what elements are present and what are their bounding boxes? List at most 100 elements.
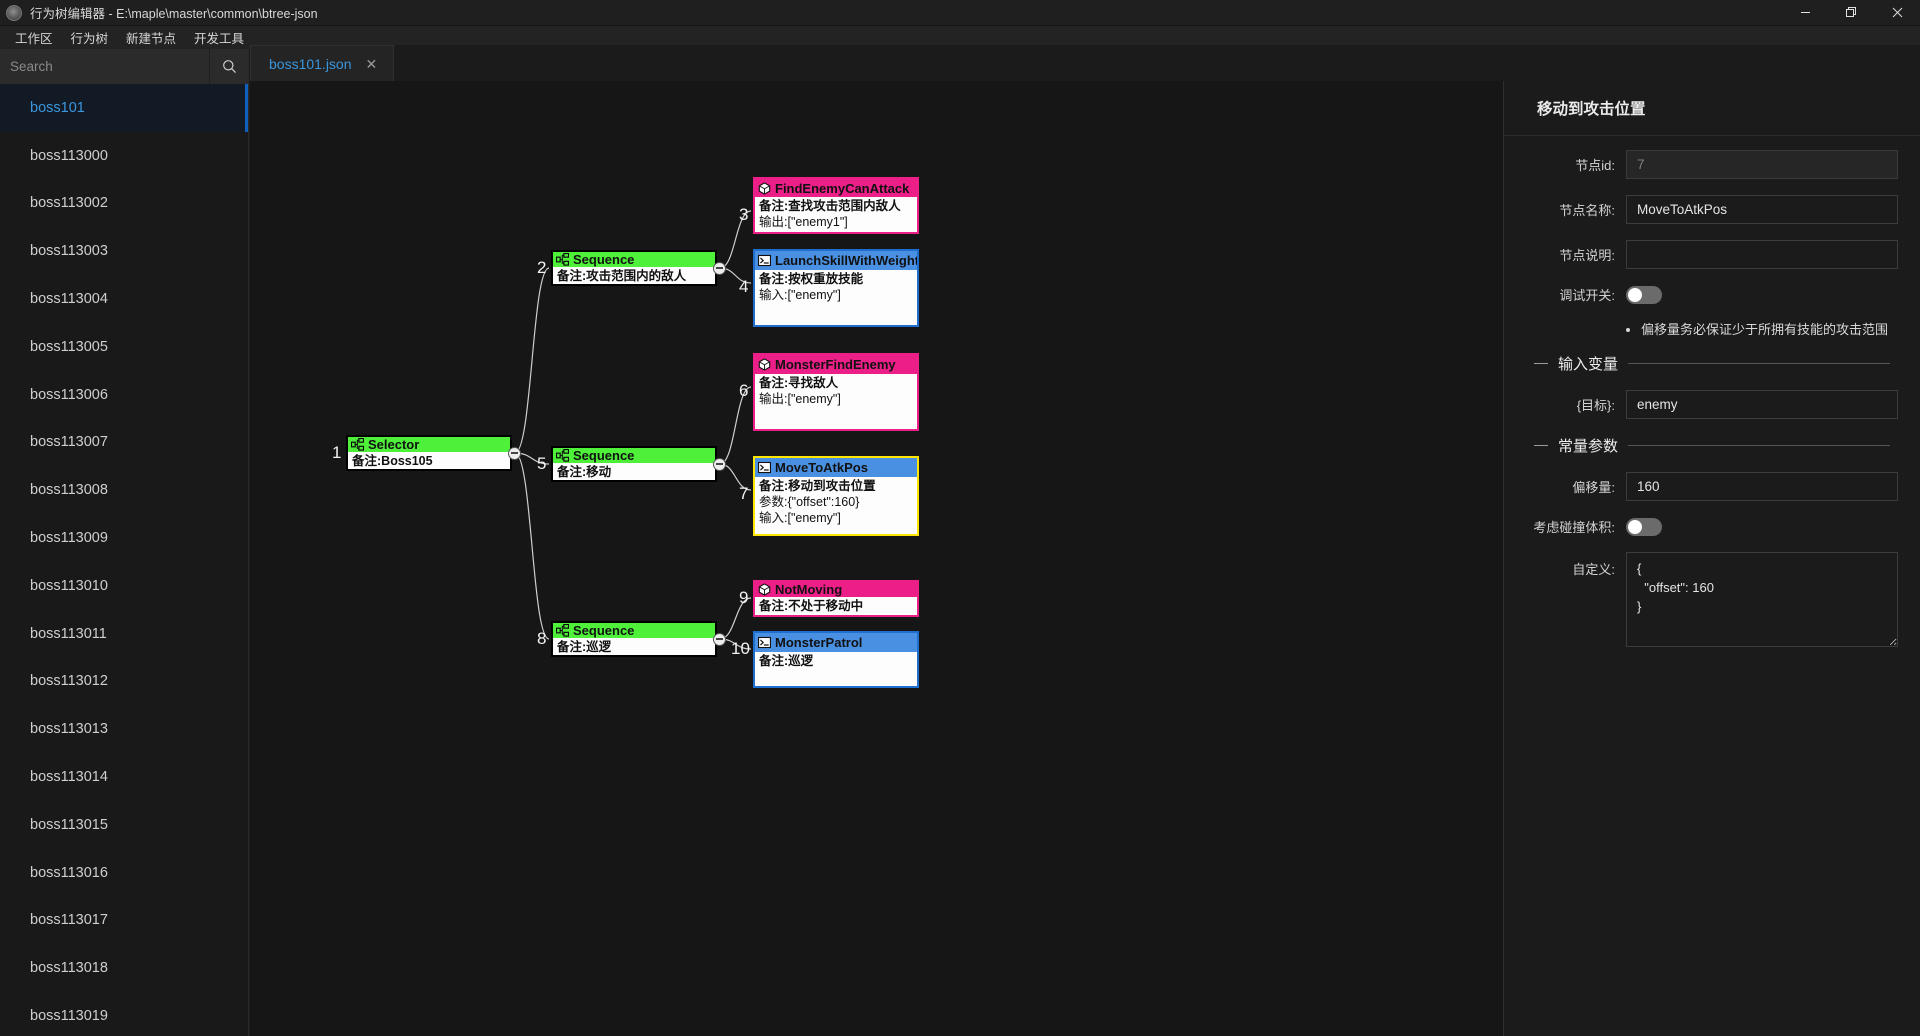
- bt-node-index: 1: [332, 443, 342, 462]
- bt-node-line: 备注:巡逻: [557, 640, 612, 654]
- collision-label: 考虑碰撞体积:: [1533, 520, 1615, 535]
- bt-node-collapse-port[interactable]: [713, 261, 726, 275]
- tree-item-label: boss113015: [30, 816, 108, 833]
- custom-json-textarea[interactable]: { "offset": 160 }: [1626, 552, 1898, 647]
- tab-bar: boss101.json ✕: [250, 45, 1920, 81]
- tree-item-label: boss113013: [30, 721, 108, 738]
- collapse-dash-icon[interactable]: [1534, 363, 1548, 364]
- tree-item-boss113006[interactable]: boss113006: [0, 371, 248, 419]
- tree-item-boss113014[interactable]: boss113014: [0, 753, 248, 801]
- bt-node-index: 7: [739, 484, 749, 503]
- collision-toggle[interactable]: [1626, 517, 1662, 536]
- bt-node-collapse-port[interactable]: [713, 457, 726, 471]
- section-rule: [1628, 363, 1890, 364]
- minimize-button[interactable]: [1782, 0, 1828, 26]
- tree-item-boss113018[interactable]: boss113018: [0, 944, 248, 992]
- tree-item-boss101[interactable]: boss101: [0, 84, 248, 132]
- tree-item-boss113010[interactable]: boss113010: [0, 562, 248, 610]
- node-desc-input[interactable]: [1626, 240, 1898, 269]
- tree-item-boss113003[interactable]: boss113003: [0, 227, 248, 275]
- node-name-input[interactable]: [1626, 195, 1898, 224]
- node-id-label: 节点id:: [1575, 158, 1615, 173]
- tree-item-boss113004[interactable]: boss113004: [0, 275, 248, 323]
- node-desc-label: 节点说明:: [1559, 248, 1615, 263]
- bt-node-title: MoveToAtkPos: [775, 460, 868, 475]
- section-rule: [1628, 445, 1890, 446]
- menu-dev-tools[interactable]: 开发工具: [194, 32, 245, 46]
- field-node-name: 节点名称:: [1504, 195, 1898, 224]
- maximize-button[interactable]: [1828, 0, 1874, 26]
- graph-edge: [514, 267, 550, 454]
- close-button[interactable]: [1874, 0, 1920, 26]
- input-target-input[interactable]: [1626, 390, 1898, 419]
- search-button[interactable]: [209, 49, 248, 84]
- debug-switch-label: 调试开关:: [1559, 288, 1615, 303]
- tree-item-boss113002[interactable]: boss113002: [0, 180, 248, 228]
- field-input-target: {目标}:: [1504, 390, 1898, 419]
- tree-item-label: boss113009: [30, 530, 108, 547]
- tree-item-boss113007[interactable]: boss113007: [0, 419, 248, 467]
- field-debug-switch: 调试开关:: [1504, 285, 1898, 304]
- tree-item-boss113011[interactable]: boss113011: [0, 610, 248, 658]
- tree-item-boss113015[interactable]: boss113015: [0, 801, 248, 849]
- tree-item-boss113013[interactable]: boss113013: [0, 705, 248, 753]
- tree-item-label: boss113008: [30, 482, 108, 499]
- debug-switch-toggle[interactable]: [1626, 285, 1662, 304]
- tab-boss101-json[interactable]: boss101.json ✕: [250, 45, 395, 81]
- bt-node-collapse-port[interactable]: [508, 446, 521, 460]
- composite-icon: [556, 624, 569, 637]
- menu-behaviour-tree[interactable]: 行为树: [70, 32, 109, 46]
- window-controls: [1782, 0, 1920, 26]
- bt-node-index: 4: [739, 277, 749, 296]
- bt-node-title: Selector: [368, 437, 420, 452]
- tab-close-icon[interactable]: ✕: [365, 55, 378, 72]
- action-icon: [758, 461, 771, 474]
- offset-label: 偏移量:: [1572, 480, 1615, 495]
- tree-item-label: boss113010: [30, 577, 108, 594]
- action-icon: [758, 636, 771, 649]
- field-collision: 考虑碰撞体积:: [1504, 517, 1898, 536]
- bt-node-header: MonsterFindEnemy: [755, 355, 917, 374]
- tree-item-boss113008[interactable]: boss113008: [0, 466, 248, 514]
- search-input[interactable]: [0, 49, 209, 84]
- collapse-dash-icon[interactable]: [1534, 445, 1548, 446]
- bt-node-header: FindEnemyCanAttack: [755, 179, 917, 197]
- debug-switch-knob: [1628, 287, 1642, 302]
- tree-item-boss113017[interactable]: boss113017: [0, 897, 248, 945]
- tree-item-boss113009[interactable]: boss113009: [0, 514, 248, 562]
- tree-item-boss113005[interactable]: boss113005: [0, 323, 248, 371]
- action-icon: [758, 254, 771, 267]
- bt-node-line: 备注:巡逻: [759, 654, 814, 668]
- bt-node-line: 参数:{"offset":160}: [759, 495, 860, 509]
- tree-item-label: boss113003: [30, 243, 108, 260]
- tree-item-boss113019[interactable]: boss113019: [0, 992, 248, 1036]
- bt-node-body: 备注:移动: [553, 463, 715, 480]
- bt-node-header: Sequence: [553, 623, 715, 638]
- bt-node-header: Selector: [348, 437, 510, 452]
- bt-node-index: 8: [537, 629, 547, 648]
- bt-node-index: 6: [739, 381, 749, 400]
- tree-item-boss113016[interactable]: boss113016: [0, 849, 248, 897]
- field-custom-json: 自定义: { "offset": 160 }: [1504, 552, 1898, 647]
- tree-item-boss113012[interactable]: boss113012: [0, 658, 248, 706]
- bt-node-collapse-port[interactable]: [713, 632, 726, 646]
- bt-node-Sequence[interactable]: Sequence 备注:巡逻: [551, 621, 717, 657]
- menu-new-node[interactable]: 新建节点: [126, 32, 177, 46]
- menu-workspace[interactable]: 工作区: [15, 32, 53, 46]
- tree-item-label: boss113012: [30, 673, 108, 690]
- bt-node-header: Sequence: [553, 448, 715, 463]
- offset-input[interactable]: [1626, 472, 1898, 501]
- tree-item-boss113000[interactable]: boss113000: [0, 132, 248, 180]
